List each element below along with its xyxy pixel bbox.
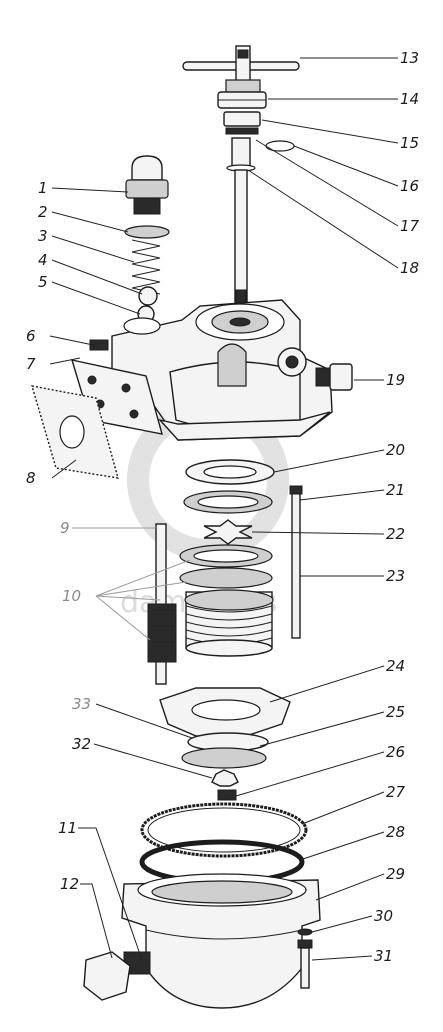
label-4: 4 <box>38 251 48 269</box>
drain-valve <box>83 951 151 1001</box>
label-13: 13 <box>400 49 419 67</box>
label-23: 23 <box>386 567 405 585</box>
drain-plug <box>315 363 353 391</box>
label-8: 8 <box>26 469 36 487</box>
valve-stem <box>226 137 256 321</box>
valve-cap <box>125 155 169 215</box>
ball-valve <box>138 286 158 306</box>
sump-bowl <box>121 873 321 1009</box>
label-6: 6 <box>26 327 36 345</box>
callout-labels: 13 14 15 16 17 18 1 2 3 4 5 6 7 8 19 20 … <box>26 49 420 965</box>
label-5: 5 <box>38 273 48 291</box>
label-17: 17 <box>400 217 420 235</box>
label-24: 24 <box>386 657 405 675</box>
leader-lines <box>49 57 399 961</box>
label-18: 18 <box>400 259 419 277</box>
rotor-shaft <box>147 523 177 685</box>
cover-plate <box>159 687 291 737</box>
lower-disc <box>181 747 267 769</box>
label-12: 12 <box>60 875 79 893</box>
label-16: 16 <box>400 177 419 195</box>
split-ring <box>265 140 295 152</box>
nut-26 <box>217 789 237 801</box>
label-21: 21 <box>386 481 405 499</box>
label-20: 20 <box>386 441 405 459</box>
bolt-31 <box>297 939 313 989</box>
label-26: 26 <box>386 743 405 761</box>
label-11: 11 <box>58 819 77 837</box>
label-30: 30 <box>374 907 393 925</box>
label-10: 10 <box>62 587 81 605</box>
gasket-2 <box>124 225 170 239</box>
label-3: 3 <box>38 227 48 245</box>
label-15: 15 <box>400 134 419 152</box>
spring <box>131 239 161 295</box>
gland-nut <box>223 111 261 135</box>
label-32: 32 <box>72 735 91 753</box>
label-19: 19 <box>386 371 405 389</box>
valve-plates <box>179 459 275 589</box>
lock-nut <box>217 91 267 109</box>
label-1: 1 <box>38 179 48 197</box>
label-25: 25 <box>386 703 405 721</box>
label-22: 22 <box>386 525 405 543</box>
rotor-stack <box>184 589 274 657</box>
o-ring <box>140 802 308 858</box>
label-9: 9 <box>60 519 70 537</box>
long-bolt <box>289 485 303 639</box>
label-2: 2 <box>38 203 48 221</box>
washer-30 <box>297 928 313 936</box>
label-14: 14 <box>400 90 419 108</box>
key-washer <box>211 769 239 787</box>
t-handle-screw <box>182 45 300 97</box>
flange-gasket <box>31 385 119 479</box>
label-29: 29 <box>386 865 405 883</box>
label-7: 7 <box>26 355 36 373</box>
label-28: 28 <box>386 823 405 841</box>
label-31: 31 <box>374 947 393 965</box>
label-27: 27 <box>386 783 406 801</box>
label-33: 33 <box>72 695 91 713</box>
